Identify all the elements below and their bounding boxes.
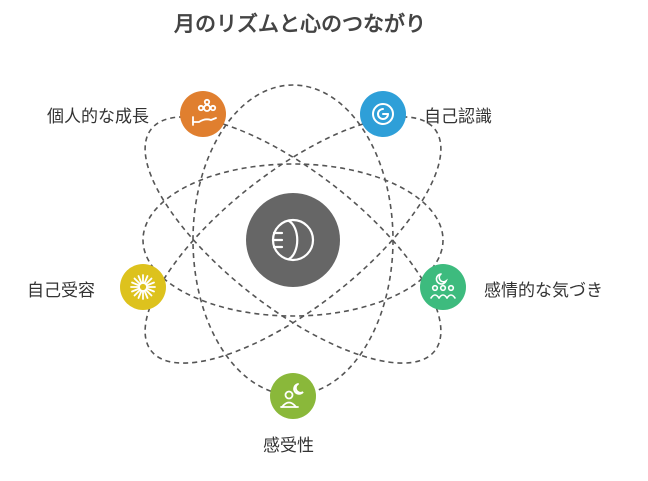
node-sensitivity	[270, 373, 316, 419]
orbit-ellipse-horizontal	[142, 163, 444, 317]
page-title: 月のリズムと心のつながり	[174, 12, 426, 36]
node-emotional-awareness	[420, 264, 466, 310]
node-personal-growth	[180, 91, 226, 137]
label-sensitivity: 感受性	[263, 436, 314, 456]
moon-cycle-icon	[271, 218, 315, 262]
label-personal-growth: 個人的な成長	[47, 107, 149, 127]
node-self-acceptance	[120, 264, 166, 310]
label-emotional-awareness: 感情的な気づき	[484, 281, 603, 301]
person-moon-icon	[280, 383, 304, 408]
hand-flower-icon	[192, 98, 217, 126]
label-self-acceptance: 自己受容	[27, 281, 95, 301]
people-moon-icon	[430, 273, 456, 299]
circular-mind-icon	[372, 103, 394, 125]
sunburst-icon	[130, 274, 156, 300]
label-self-awareness: 自己認識	[424, 107, 492, 127]
center-node	[246, 193, 340, 287]
node-self-awareness	[360, 91, 406, 137]
orbit-ellipse-tilt-left	[144, 116, 442, 364]
